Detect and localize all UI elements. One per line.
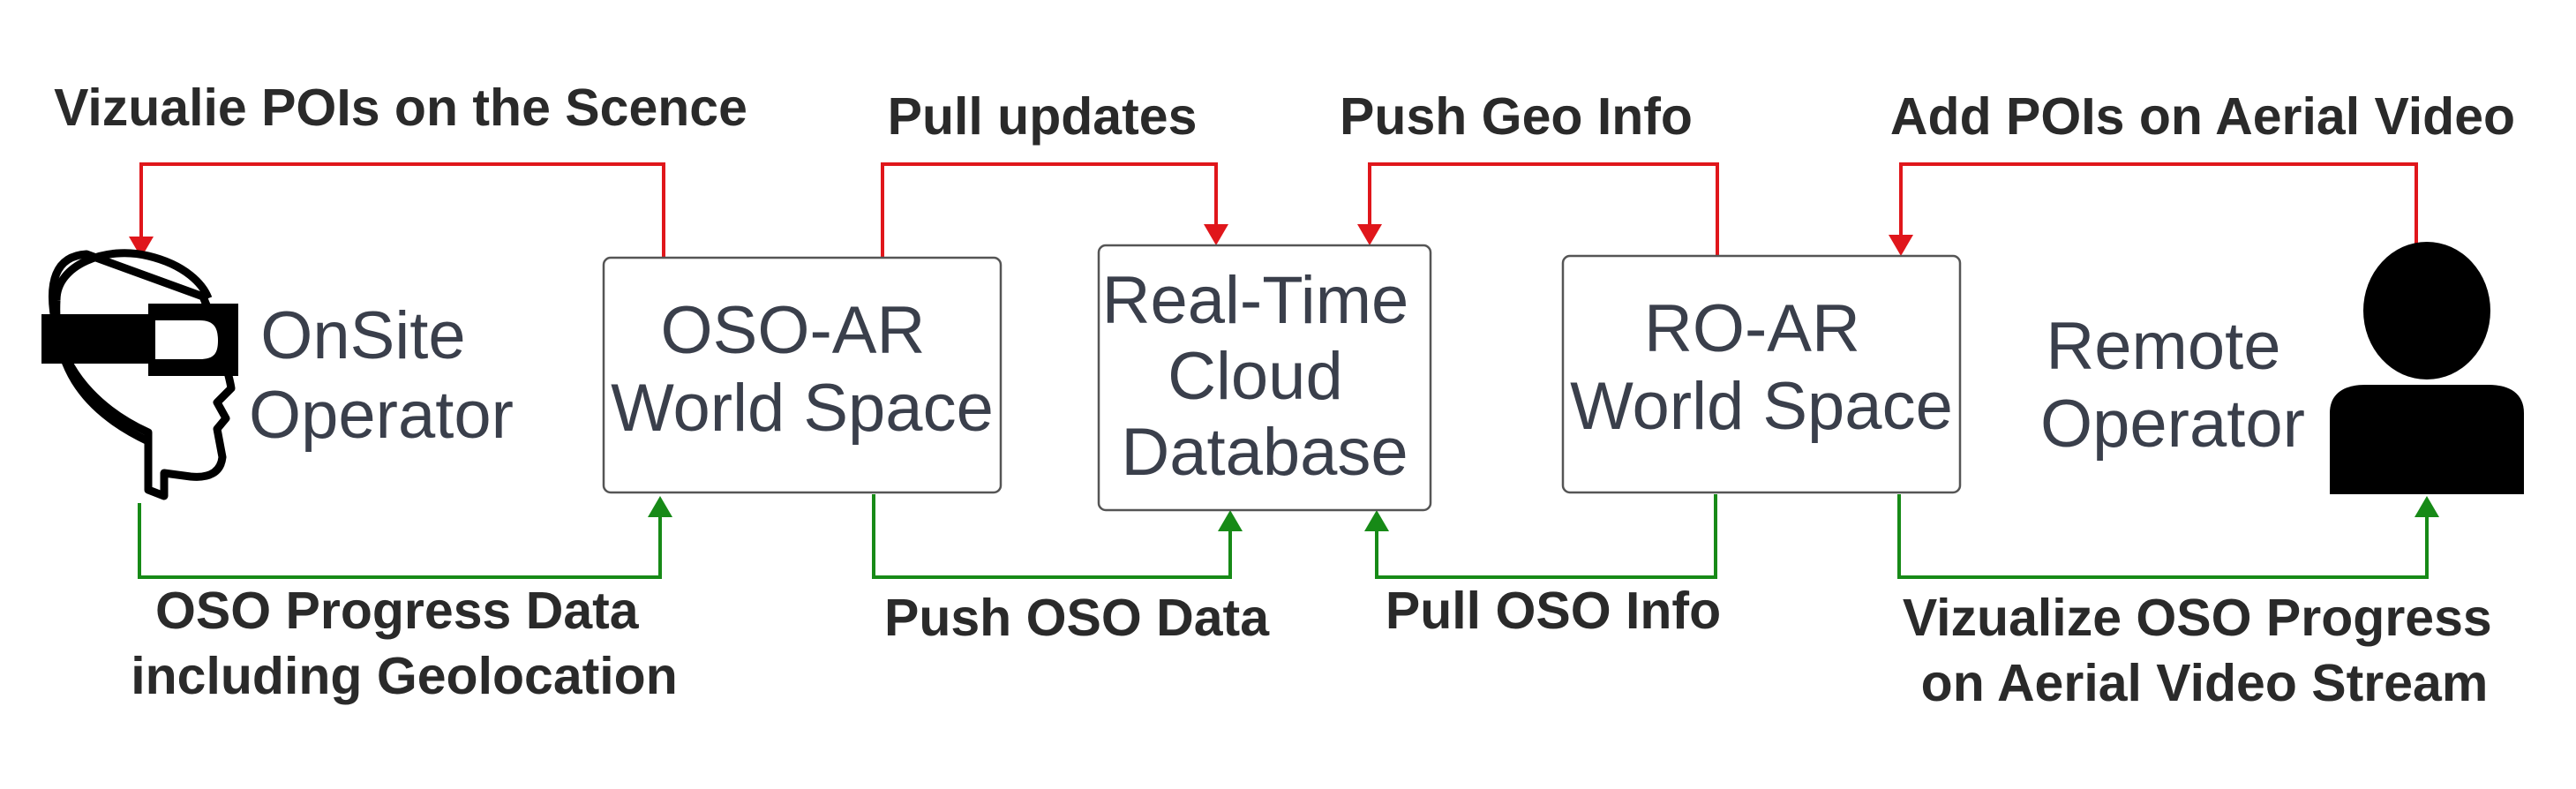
- edge-push-geo-info: [1357, 162, 1719, 256]
- oso-ar-label-line-2: World Space: [611, 371, 994, 446]
- edge-add-pois: [1889, 162, 2418, 256]
- ro-ar-label-line-1: RO-AR: [1644, 291, 1860, 366]
- oso-progress-data-label: OSO Progress Data including Geolocation: [131, 582, 678, 705]
- edge-visualize-oso-progress: [1897, 494, 2439, 579]
- oso-progress-data-label-line-2: including Geolocation: [131, 647, 678, 705]
- cloud-db-label-line-2: Cloud: [1168, 339, 1343, 414]
- visualize-pois-label: Vizualie POIs on the Scence: [54, 79, 747, 137]
- cloud-db-label-line-3: Database: [1121, 415, 1408, 490]
- ro-ar-label: RO-AR World Space: [1570, 291, 1953, 444]
- oso-ar-box: [602, 256, 1003, 494]
- onsite-operator-label: OnSite Operator: [249, 298, 514, 453]
- visualize-oso-progress-label-line-1: Vizualize OSO Progress: [1903, 589, 2492, 647]
- visualize-oso-progress-label: Vizualize OSO Progress on Aerial Video S…: [1903, 589, 2506, 712]
- edge-pull-updates: [881, 162, 1228, 258]
- onsite-operator-label-line-1: OnSite: [260, 298, 465, 373]
- remote-operator-label-line-1: Remote: [2046, 309, 2280, 384]
- oso-progress-data-label-line-1: OSO Progress Data: [155, 582, 640, 640]
- remote-operator-label: Remote Operator: [2040, 309, 2305, 462]
- oso-ar-label-line-1: OSO-AR: [661, 293, 926, 368]
- cloud-db-label-line-1: Real-Time: [1102, 263, 1409, 338]
- ro-ar-box: [1561, 254, 1962, 494]
- onsite-operator-label-line-2: Operator: [249, 378, 514, 453]
- pull-updates-label: Pull updates: [888, 87, 1198, 146]
- edge-visualize-pois: [129, 162, 665, 258]
- person-silhouette-icon: [2330, 242, 2524, 494]
- cloud-db-box: [1097, 244, 1432, 512]
- edge-push-oso-data: [872, 494, 1243, 579]
- edge-pull-oso-info: [1364, 494, 1717, 579]
- oso-ar-label: OSO-AR World Space: [611, 293, 994, 446]
- visualize-oso-progress-label-line-2: on Aerial Video Stream: [1921, 654, 2489, 712]
- ro-ar-label-line-2: World Space: [1570, 369, 1953, 444]
- pull-oso-info-label: Pull OSO Info: [1386, 582, 1721, 640]
- remote-operator-label-line-2: Operator: [2040, 387, 2305, 462]
- add-pois-label: Add POIs on Aerial Video: [1890, 87, 2515, 146]
- cloud-db-label: Real-Time Cloud Database: [1102, 263, 1428, 490]
- edge-oso-progress-data: [138, 496, 672, 579]
- push-oso-data-label: Push OSO Data: [884, 589, 1270, 647]
- push-geo-info-label: Push Geo Info: [1340, 87, 1693, 146]
- vr-headset-head-icon: [41, 249, 238, 500]
